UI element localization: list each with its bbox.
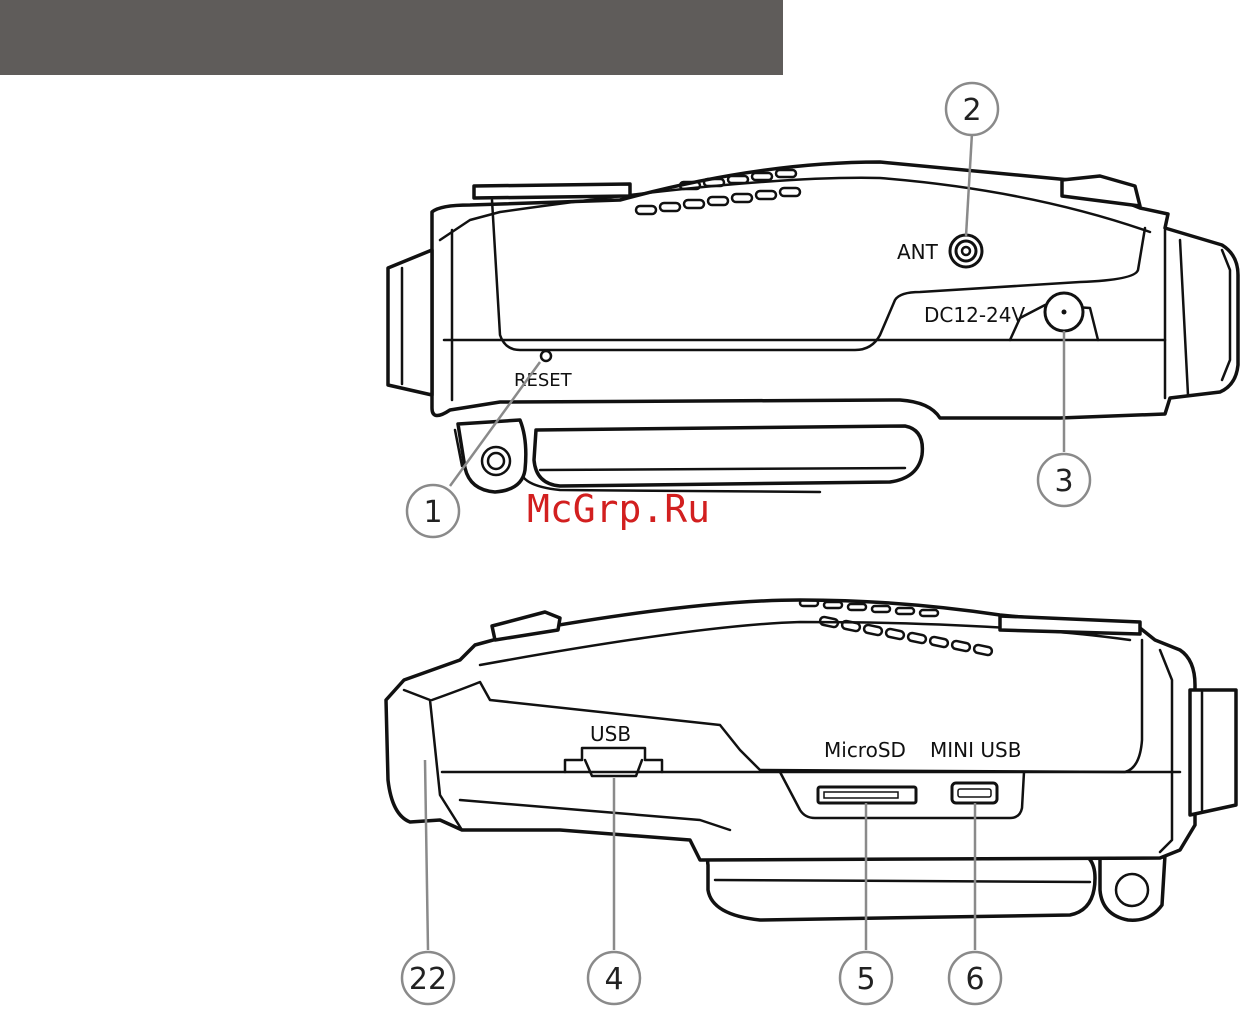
usb-label: USB	[590, 722, 631, 746]
svg-text:5: 5	[856, 962, 875, 997]
svg-text:22: 22	[409, 962, 447, 997]
callout-22: 22	[402, 952, 454, 1004]
callout-5: 5	[840, 952, 892, 1004]
mini-usb-label: MINI USB	[930, 738, 1021, 762]
svg-text:6: 6	[965, 962, 984, 997]
svg-text:4: 4	[604, 962, 623, 997]
svg-text:1: 1	[423, 495, 442, 530]
ant-connector	[950, 235, 982, 267]
reset-label: RESET	[514, 370, 573, 391]
callout-2: 2	[946, 83, 998, 135]
device-side-view-bottom: USB MicroSD MINI USB	[386, 600, 1236, 920]
callout-1: 1	[407, 485, 459, 537]
svg-text:2: 2	[962, 93, 981, 128]
callout-3: 3	[1038, 454, 1090, 506]
dc-power-connector	[1045, 293, 1083, 331]
dc-label: DC12-24V	[924, 303, 1025, 327]
reset-hole	[541, 351, 551, 361]
device-side-view-top: ANT DC12-24V RESET	[388, 162, 1238, 492]
callout-6: 6	[949, 952, 1001, 1004]
svg-text:3: 3	[1054, 464, 1073, 499]
ant-label: ANT	[897, 240, 939, 264]
callout-4: 4	[588, 952, 640, 1004]
watermark: McGrp.Ru	[527, 487, 710, 531]
microsd-label: MicroSD	[824, 738, 906, 762]
